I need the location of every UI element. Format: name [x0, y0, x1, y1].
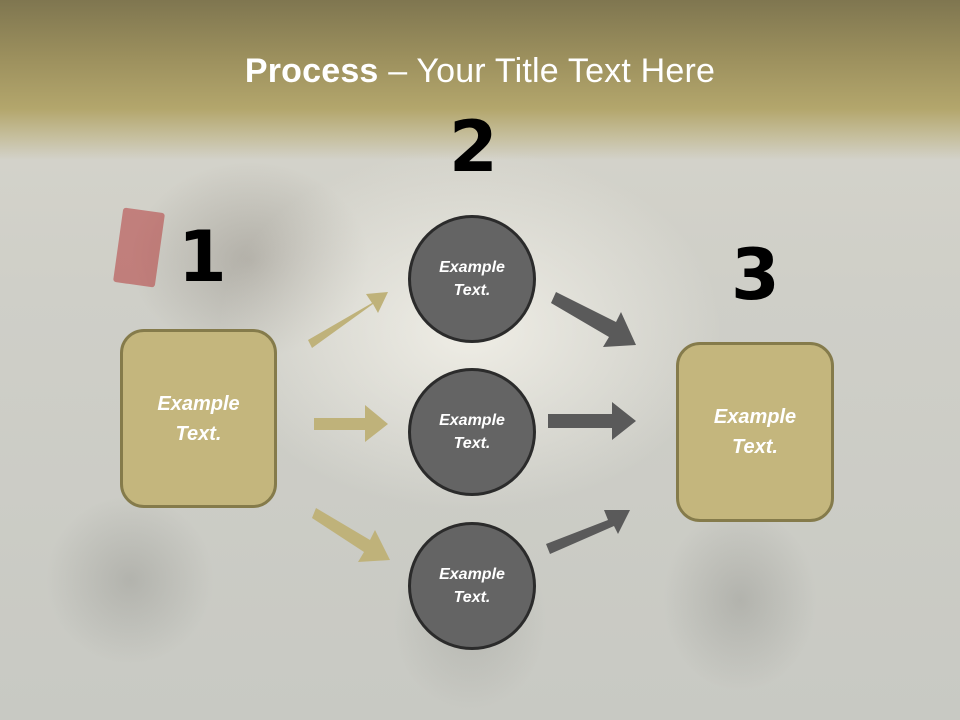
arrow-down-right-icon	[312, 508, 390, 562]
step-box-1-line1: Example	[157, 392, 240, 415]
step-number-2: 2	[449, 106, 498, 188]
step-box-3-line1: Example	[713, 406, 797, 428]
step-box-3-text: Example Text.	[714, 402, 796, 462]
arrow-up-right-icon	[546, 510, 630, 554]
tan-arrows	[308, 292, 390, 562]
arrow-right-icon	[314, 405, 388, 442]
circle-middle-line2: Text.	[453, 435, 491, 452]
arrow-down-right-icon	[551, 292, 636, 347]
circle-middle-text: Example Text.	[439, 409, 505, 455]
circle-top[interactable]: Example Text.	[408, 215, 536, 343]
circle-top-line1: Example	[439, 259, 505, 276]
circle-bottom-text: Example Text.	[439, 563, 505, 609]
circle-middle-line1: Example	[439, 412, 505, 429]
step-box-3[interactable]: Example Text.	[676, 342, 834, 522]
step-box-1-line2: Text.	[175, 422, 222, 445]
step-box-1-text: Example Text.	[157, 389, 239, 449]
step-box-1[interactable]: Example Text.	[120, 329, 277, 508]
circle-top-line2: Text.	[453, 282, 491, 299]
dark-arrows	[546, 292, 636, 554]
arrow-right-icon	[548, 402, 636, 440]
circle-bottom-line2: Text.	[453, 589, 491, 606]
circle-bottom[interactable]: Example Text.	[408, 522, 536, 650]
step-box-3-line2: Text.	[732, 436, 778, 458]
circle-middle[interactable]: Example Text.	[408, 368, 536, 496]
arrow-up-right-icon	[308, 292, 388, 348]
header-band	[0, 0, 960, 160]
title-bold: Process	[244, 52, 379, 90]
circle-bottom-line1: Example	[439, 566, 505, 583]
step-number-1: 1	[178, 216, 227, 298]
slide-title: Process – Your Title Text Here	[0, 52, 960, 91]
title-rest: – Your Title Text Here	[378, 52, 716, 90]
step-number-3: 3	[731, 234, 780, 316]
circle-top-text: Example Text.	[439, 256, 505, 302]
